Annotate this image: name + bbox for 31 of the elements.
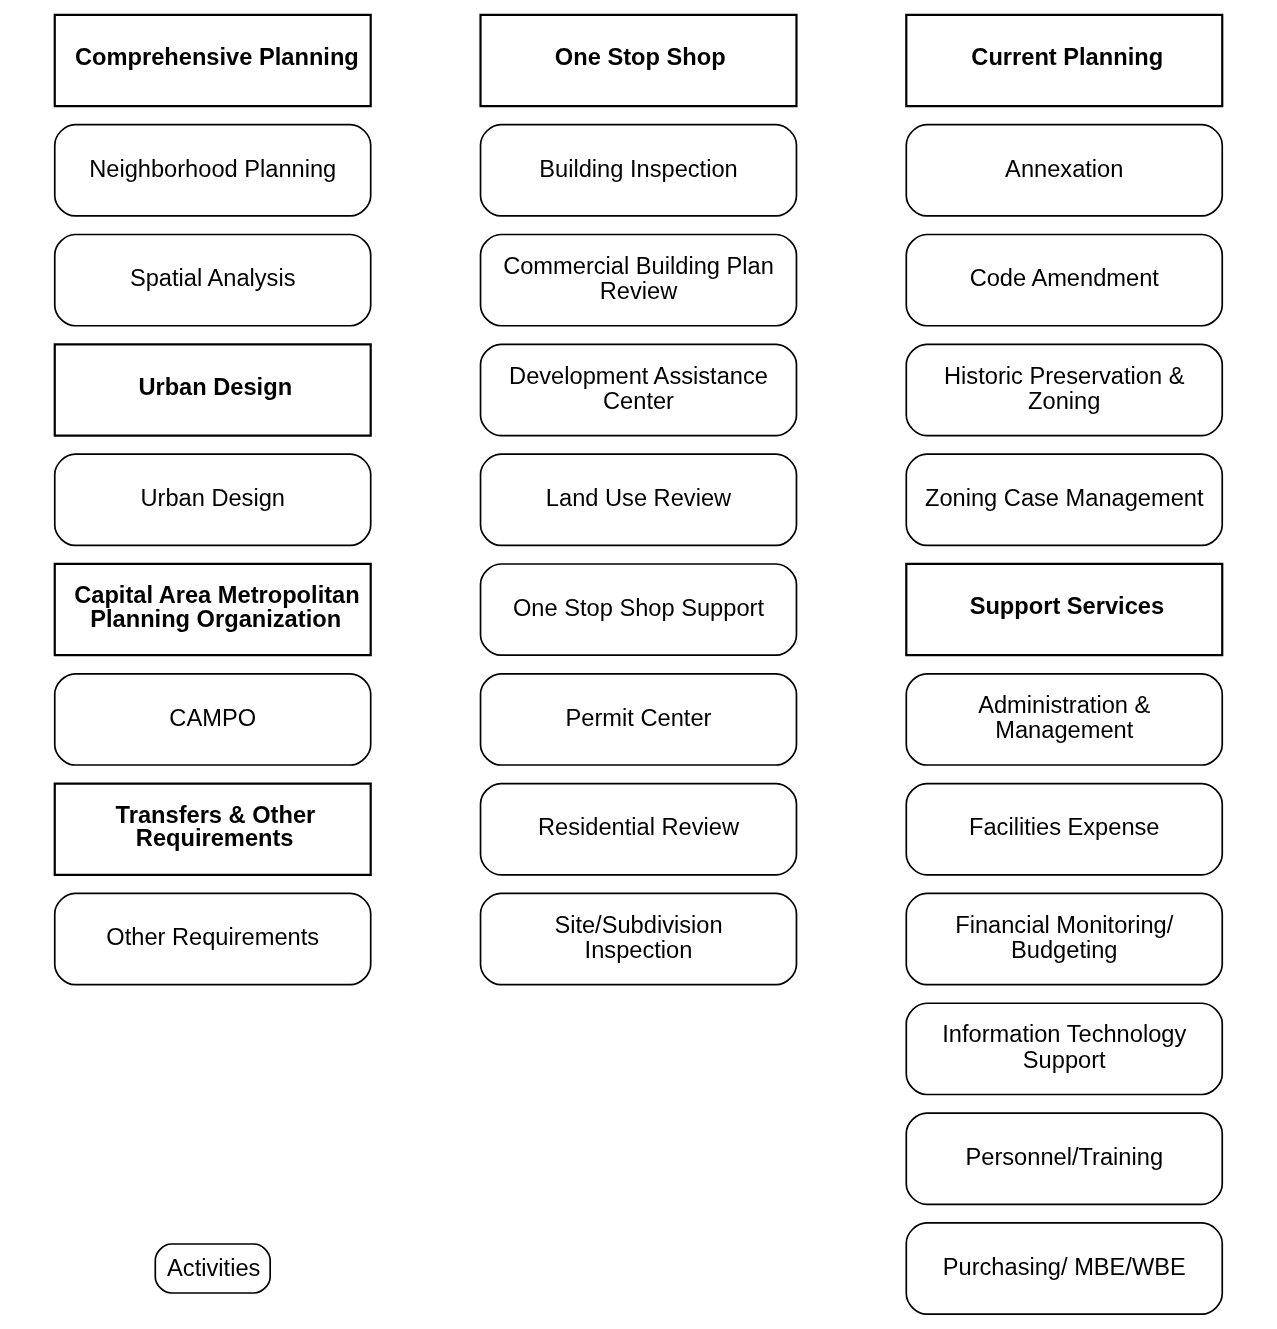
node-box: Residential Review bbox=[479, 782, 798, 876]
node-box: Personnel/Training bbox=[905, 1112, 1224, 1206]
node-box: Comprehensive Planning bbox=[53, 13, 372, 108]
node-box: Spatial Analysis bbox=[53, 233, 372, 327]
node-box: Urban Design bbox=[53, 343, 372, 437]
node-box: Historic Preservation & Zoning bbox=[905, 343, 1224, 437]
node-box: Zoning Case Management bbox=[905, 453, 1224, 547]
node-box: Current Planning bbox=[905, 13, 1224, 108]
node-box: One Stop Shop bbox=[479, 13, 798, 108]
legend-label: Activities bbox=[167, 1254, 261, 1281]
node-box: Purchasing/ MBE/WBE bbox=[905, 1222, 1224, 1315]
node-box: Code Amendment bbox=[905, 233, 1224, 327]
node-box: Development Assistance Center bbox=[479, 343, 798, 437]
node-box: Annexation bbox=[905, 123, 1224, 217]
node-box: Facilities Expense bbox=[905, 782, 1224, 876]
node-box: Transfers & Other Requirements bbox=[53, 782, 372, 876]
node-box: One Stop Shop Support bbox=[479, 563, 798, 657]
node-box: Financial Monitoring/ Budgeting bbox=[905, 892, 1224, 986]
node-box: Neighborhood Planning bbox=[53, 123, 372, 217]
node-box: Land Use Review bbox=[479, 453, 798, 547]
node-box: Building Inspection bbox=[479, 123, 798, 217]
node-box: Support Services bbox=[905, 562, 1224, 657]
node-box: CAMPO bbox=[53, 672, 372, 766]
node-box: Information Technology Support bbox=[905, 1002, 1224, 1096]
node-box: Administration & Management bbox=[905, 672, 1224, 766]
node-box: Urban Design bbox=[53, 453, 372, 547]
node-box: Capital Area Metropolitan Planning Organization bbox=[53, 562, 372, 657]
node-box: Commercial Building Plan Review bbox=[479, 233, 798, 327]
node-box: Site/Subdivision Inspection bbox=[479, 892, 798, 986]
node-box: Other Requirements bbox=[53, 892, 372, 986]
node-box: Permit Center bbox=[479, 672, 798, 766]
